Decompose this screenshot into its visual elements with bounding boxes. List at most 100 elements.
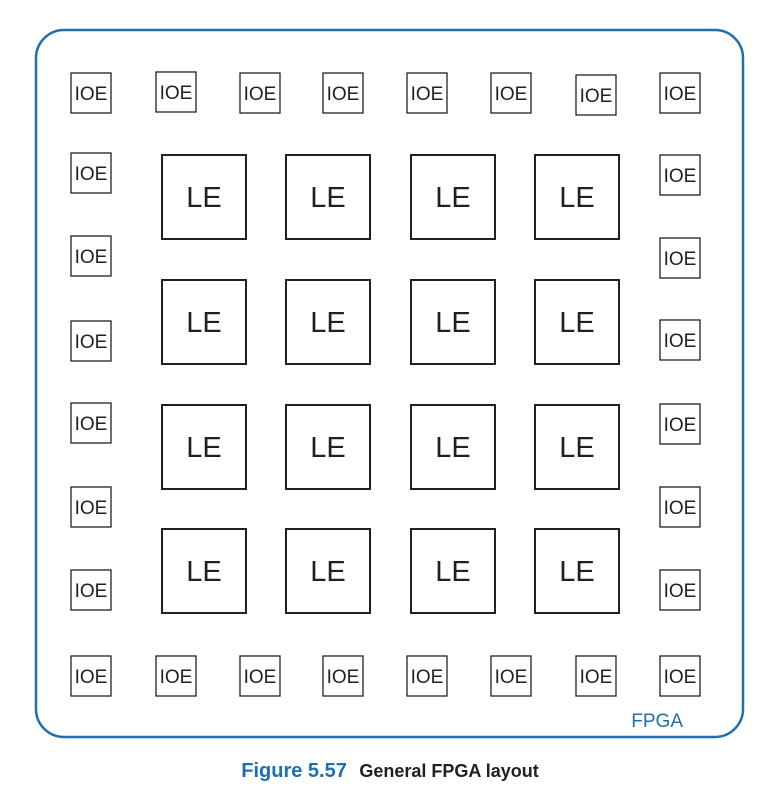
fpga-label: FPGA	[631, 711, 683, 732]
ioe-box	[659, 319, 701, 361]
ioe-box	[155, 655, 197, 697]
ioe-bottom-5: IOE	[406, 655, 448, 697]
ioe-label: IOE	[75, 414, 108, 435]
le-label: LE	[310, 307, 345, 339]
ioe-box	[70, 402, 112, 444]
ioe-box	[239, 72, 281, 114]
ioe-label: IOE	[75, 164, 108, 185]
ioe-label: IOE	[327, 667, 360, 688]
ioe-box	[70, 72, 112, 114]
ioe-box	[406, 72, 448, 114]
ioe-box	[239, 655, 281, 697]
ioe-label: IOE	[580, 86, 613, 107]
ioe-label: IOE	[75, 247, 108, 268]
ioe-box	[575, 74, 617, 116]
le-box	[161, 528, 247, 614]
le-r4-c1: LE	[161, 528, 247, 614]
le-label: LE	[310, 556, 345, 588]
ioe-label: IOE	[75, 581, 108, 602]
ioe-top-3: IOE	[239, 72, 281, 114]
ioe-label: IOE	[664, 249, 697, 270]
le-r2-c2: LE	[285, 279, 371, 365]
ioe-box	[659, 72, 701, 114]
ioe-left-5: IOE	[70, 486, 112, 528]
le-label: LE	[559, 307, 594, 339]
ioe-box	[70, 235, 112, 277]
ioe-left-1: IOE	[70, 152, 112, 194]
ioe-left-2: IOE	[70, 235, 112, 277]
figure-title: General FPGA layout	[359, 761, 538, 781]
le-r4-c4: LE	[534, 528, 620, 614]
le-box	[534, 528, 620, 614]
ioe-label: IOE	[664, 331, 697, 352]
le-label: LE	[186, 307, 221, 339]
ioe-label: IOE	[664, 415, 697, 436]
le-box	[161, 404, 247, 490]
le-label: LE	[310, 182, 345, 214]
le-box	[161, 154, 247, 240]
ioe-box	[659, 655, 701, 697]
ioe-label: IOE	[75, 332, 108, 353]
le-r4-c3: LE	[410, 528, 496, 614]
le-box	[410, 528, 496, 614]
ioe-box	[490, 72, 532, 114]
ioe-bottom-1: IOE	[70, 655, 112, 697]
figure-number: Figure 5.57	[241, 760, 347, 782]
le-r3-c2: LE	[285, 404, 371, 490]
le-layer: LE LE LE LE LE LE LE LE LE LE LE LE LE LE LE LE	[161, 154, 620, 614]
le-r3-c1: LE	[161, 404, 247, 490]
ioe-left-4: IOE	[70, 402, 112, 444]
le-r2-c3: LE	[410, 279, 496, 365]
le-r1-c1: LE	[161, 154, 247, 240]
ioe-label: IOE	[75, 667, 108, 688]
ioe-top-2: IOE	[155, 71, 197, 113]
ioe-top-5: IOE	[406, 72, 448, 114]
le-label: LE	[435, 432, 470, 464]
ioe-left-6: IOE	[70, 569, 112, 611]
fpga-chip-outline	[34, 28, 745, 739]
ioe-box	[70, 569, 112, 611]
le-label: LE	[186, 556, 221, 588]
ioe-box	[322, 655, 364, 697]
le-box	[285, 528, 371, 614]
ioe-top-6: IOE	[490, 72, 532, 114]
ioe-top-4: IOE	[322, 72, 364, 114]
le-box	[285, 279, 371, 365]
ioe-box	[70, 486, 112, 528]
ioe-box	[659, 403, 701, 445]
le-r3-c4: LE	[534, 404, 620, 490]
le-box	[410, 154, 496, 240]
le-box	[534, 279, 620, 365]
ioe-box	[659, 154, 701, 196]
le-box	[534, 154, 620, 240]
ioe-label: IOE	[75, 498, 108, 519]
ioe-label: IOE	[495, 667, 528, 688]
figure-caption: Figure 5.57 General FPGA layout	[241, 760, 538, 782]
ioe-box	[659, 569, 701, 611]
ioe-label: IOE	[495, 84, 528, 105]
ioe-right-2: IOE	[659, 237, 701, 279]
ioe-label: IOE	[160, 83, 193, 104]
le-r1-c3: LE	[410, 154, 496, 240]
le-box	[161, 279, 247, 365]
ioe-label: IOE	[327, 84, 360, 105]
ioe-right-3: IOE	[659, 319, 701, 361]
ioe-label: IOE	[244, 84, 277, 105]
le-box	[410, 279, 496, 365]
le-r1-c4: LE	[534, 154, 620, 240]
ioe-box	[490, 655, 532, 697]
le-label: LE	[186, 432, 221, 464]
ioe-label: IOE	[664, 667, 697, 688]
ioe-bottom-7: IOE	[575, 655, 617, 697]
ioe-box	[70, 320, 112, 362]
le-label: LE	[435, 307, 470, 339]
ioe-box	[659, 486, 701, 528]
ioe-right-4: IOE	[659, 403, 701, 445]
ioe-top-8: IOE	[659, 72, 701, 114]
le-label: LE	[559, 182, 594, 214]
ioe-bottom-3: IOE	[239, 655, 281, 697]
ioe-label: IOE	[664, 84, 697, 105]
ioe-label: IOE	[664, 166, 697, 187]
ioe-box	[70, 655, 112, 697]
